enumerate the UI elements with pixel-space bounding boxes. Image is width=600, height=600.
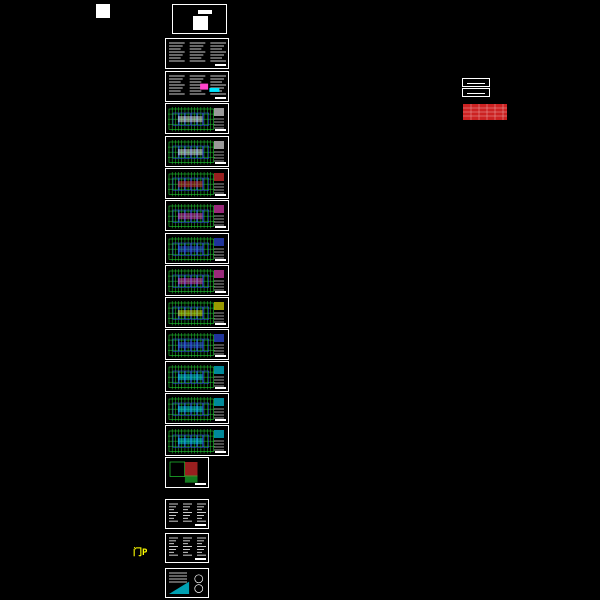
sheet-content-6 <box>168 204 226 229</box>
legend-box-2[interactable] <box>462 88 490 97</box>
sheet-content-8 <box>168 269 226 294</box>
drawing-sheet-11[interactable] <box>165 361 229 392</box>
sheet-content-10 <box>168 333 226 358</box>
drawing-sheet-3[interactable] <box>165 103 229 134</box>
drawing-sheet-2[interactable] <box>165 71 229 102</box>
drawing-sheet-9[interactable] <box>165 297 229 328</box>
cover-title-block <box>198 10 212 14</box>
legend-box-1[interactable] <box>462 78 490 87</box>
sheet-content-11 <box>168 365 226 390</box>
sheet-content-7 <box>168 237 226 262</box>
cover-sheet[interactable] <box>172 4 227 34</box>
schedule-table-grid <box>463 104 507 120</box>
drawing-sheet-5[interactable] <box>165 168 229 199</box>
sheet-content-16 <box>169 537 206 560</box>
sheet-content-3 <box>168 107 226 132</box>
cover-emblem <box>193 16 208 30</box>
drawing-sheet-10[interactable] <box>165 329 229 360</box>
drawing-sheet-16[interactable] <box>165 533 209 563</box>
schedule-table-block[interactable] <box>463 104 507 120</box>
drawing-sheet-12[interactable] <box>165 393 229 424</box>
sheet-content-1 <box>169 42 226 66</box>
sheet-content-17 <box>169 572 204 594</box>
drawing-sheet-1[interactable] <box>165 38 229 69</box>
legend-bar-1 <box>467 83 485 84</box>
drawing-sheet-15[interactable] <box>165 499 209 529</box>
sheet-content-4 <box>168 140 226 165</box>
sheet-content-2 <box>169 75 226 99</box>
legend-bar-2 <box>467 93 485 94</box>
sheet-content-14 <box>169 461 206 485</box>
drawing-sheet-17[interactable] <box>165 568 209 598</box>
drawing-sheet-8[interactable] <box>165 265 229 296</box>
sheet-content-9 <box>168 301 226 326</box>
drawing-sheet-14[interactable] <box>165 457 209 488</box>
sheet-content-5 <box>168 172 226 197</box>
sheet-content-12 <box>168 397 226 422</box>
drawing-sheet-6[interactable] <box>165 200 229 231</box>
drawing-sheet-4[interactable] <box>165 136 229 167</box>
insertion-point-icon <box>96 4 110 18</box>
stray-text-label[interactable]: 门P <box>133 548 148 558</box>
drawing-sheet-13[interactable] <box>165 425 229 456</box>
sheet-content-15 <box>169 503 206 526</box>
drawing-sheet-7[interactable] <box>165 233 229 264</box>
sheet-content-13 <box>168 429 226 454</box>
